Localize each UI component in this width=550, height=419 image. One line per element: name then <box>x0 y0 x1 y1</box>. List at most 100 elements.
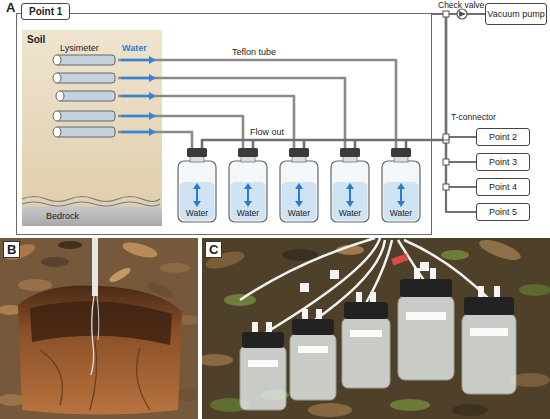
panel-letter: A <box>3 0 18 15</box>
bottle-outline <box>187 148 207 157</box>
collection-bottle: Water <box>175 148 219 224</box>
check-valve-symbol <box>457 9 467 19</box>
bottle-outline <box>400 187 402 203</box>
photo-bottle <box>478 286 484 297</box>
bottle-outline <box>397 183 405 189</box>
flow-out-line <box>252 140 255 148</box>
bottle-photo <box>441 250 469 260</box>
bottle-outline <box>397 201 405 207</box>
photo-bottle <box>242 332 284 348</box>
bottle-photo <box>202 238 550 419</box>
process-box: Point 3 <box>476 153 530 171</box>
photo-bottle <box>462 286 516 394</box>
photo-bottle <box>302 309 308 319</box>
bottle-outline <box>346 201 354 207</box>
bottle-outline <box>193 183 201 189</box>
flow-out-line <box>405 140 408 148</box>
water-arrow <box>149 92 156 100</box>
part-name: Lysimeter <box>60 43 99 54</box>
bedrock-band: Bedrock <box>22 206 162 226</box>
photo-bottle <box>350 330 382 337</box>
t-connector-symbol <box>443 11 449 190</box>
bottle-outline <box>298 187 300 203</box>
photo-bottle <box>342 318 390 388</box>
water-arrow <box>121 131 150 133</box>
photo-bottle <box>290 334 336 400</box>
photo-bottle <box>398 296 454 380</box>
photo-bottle <box>240 346 286 410</box>
lysimeter <box>55 73 115 83</box>
collection-bottle: Water <box>226 148 270 224</box>
lysimeter <box>58 91 115 101</box>
soil-pit-photo <box>108 266 133 285</box>
photo-bottle <box>252 322 258 332</box>
node-label: Vacuum pump <box>487 9 544 19</box>
collection-bottle: Water <box>328 148 372 224</box>
panel-letter: C <box>205 241 222 258</box>
photo-bottle <box>406 312 446 320</box>
t-connector-symbol <box>443 11 449 17</box>
bottle-photo <box>300 283 309 292</box>
photo-bottle <box>398 268 454 380</box>
bottle-photo <box>519 284 550 296</box>
node-label: Point 2 <box>489 132 517 142</box>
water-arrow <box>149 112 156 120</box>
panel-letter: B <box>3 241 20 258</box>
collection-bottle: Water <box>379 148 423 224</box>
photo-bottle <box>266 322 272 332</box>
node-label: Water <box>226 208 270 218</box>
photo-bottle <box>356 292 362 302</box>
bottle-outline <box>238 148 258 157</box>
bottle-photo <box>420 262 429 271</box>
lysimeter <box>53 73 61 83</box>
photo-bottle <box>470 328 508 336</box>
soil-pit-photo <box>40 340 150 410</box>
t-connector-symbol <box>443 134 449 140</box>
lysimeter <box>53 127 61 137</box>
soil-pit-photo <box>0 238 198 419</box>
node-label: Water <box>175 208 219 218</box>
photo-bottle <box>370 292 376 302</box>
node-label: Soil <box>27 34 45 45</box>
water-arrow <box>121 95 150 97</box>
part-name: Teflon tube <box>232 47 276 58</box>
water-arrow <box>149 74 156 82</box>
photo-bottle <box>292 319 334 335</box>
photo-bottle <box>462 314 516 394</box>
photo-bottle <box>316 309 322 319</box>
flow-out-line <box>202 140 446 148</box>
bottle-outline <box>295 201 303 207</box>
bedrock-wave <box>22 197 160 207</box>
process-box: Vacuum pump <box>485 3 547 25</box>
photo-bottle <box>464 297 514 315</box>
teflon-tube <box>118 60 396 148</box>
soil-pit-photo <box>30 301 172 345</box>
soil-pit-photo <box>3 241 37 263</box>
bottle-outline <box>340 148 360 157</box>
lysimeter <box>56 91 64 101</box>
bottle-outline <box>193 201 201 207</box>
node-label: Point 1 <box>21 3 70 20</box>
soil-pit-photo <box>0 238 198 419</box>
node-label: Point 3 <box>489 157 517 167</box>
bottle-outline <box>295 183 303 189</box>
photo-bottle <box>248 360 278 367</box>
bottle-outline <box>244 183 252 189</box>
bottle-outline <box>247 187 249 203</box>
check-valve-symbol <box>459 11 466 17</box>
process-box: Point 4 <box>476 178 530 196</box>
soil-pit-photo <box>18 285 182 414</box>
water-arrow <box>149 56 156 64</box>
bottle-outline <box>289 148 309 157</box>
tube-connector <box>446 14 485 162</box>
bottle-photo <box>391 254 408 266</box>
node-label: Water <box>379 208 423 218</box>
photo-bottle <box>344 302 388 319</box>
bottle-photo <box>477 238 523 264</box>
photo-bottle <box>400 279 452 297</box>
lysimeter <box>55 55 115 65</box>
bottle-photo <box>202 354 233 366</box>
teflon-tube <box>118 116 243 148</box>
flow-out-line <box>303 140 306 148</box>
photo-bottle <box>430 268 436 279</box>
